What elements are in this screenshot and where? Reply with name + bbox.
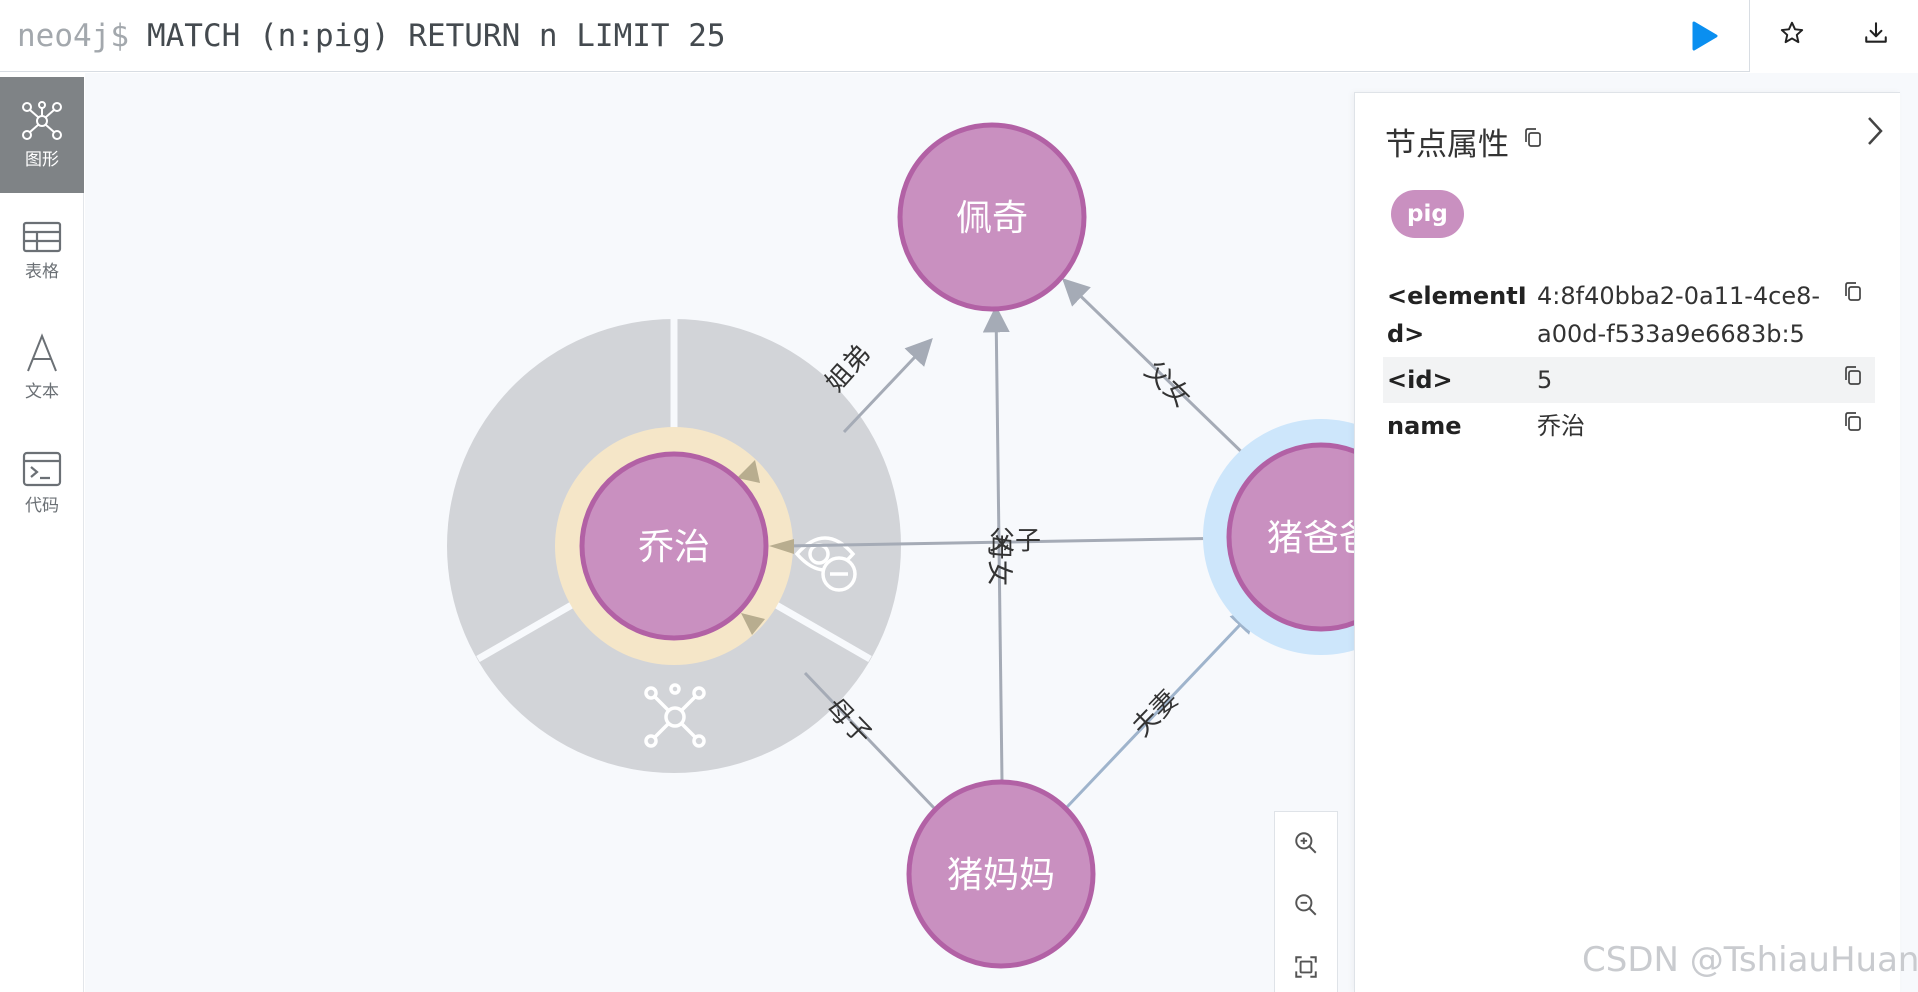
view-table-button[interactable]: 表格 — [0, 193, 84, 309]
graph-edges — [784, 278, 1258, 811]
zoom-out-icon — [1295, 894, 1317, 916]
property-value: 5 — [1537, 366, 1553, 394]
view-graph-label: 图形 — [25, 149, 59, 170]
edge-mummy-daddy — [1065, 606, 1258, 809]
fit-icon — [1295, 956, 1317, 978]
arrow-head — [737, 460, 760, 483]
edge-label-mummy-peppa: 母女 — [984, 534, 1014, 586]
view-graph-button[interactable]: 图形 — [0, 77, 84, 193]
property-row: <id> 5 — [1383, 357, 1875, 403]
code-icon — [22, 451, 62, 486]
chevron-right-icon — [1868, 117, 1883, 145]
watermark: CSDN @TshiauHuan — [1582, 940, 1918, 980]
close-panel-button[interactable] — [1859, 111, 1891, 151]
edge-daddy-peppa — [1062, 278, 1255, 465]
panel-title: 节点属性 — [1385, 127, 1509, 163]
node-mummy[interactable]: 猪妈妈 — [906, 779, 1096, 969]
arrow-head — [769, 539, 794, 554]
property-key: <elementId> — [1387, 282, 1527, 348]
zoom-out-button[interactable] — [1275, 874, 1337, 936]
view-sidebar: 图形 表格 文本 代码 — [0, 77, 84, 992]
graph-icon — [22, 100, 62, 140]
zoom-in-button[interactable] — [1275, 812, 1337, 874]
property-key: <id> — [1387, 366, 1453, 394]
edge-mummy-peppa — [982, 305, 1010, 782]
node-label: 乔治 — [638, 527, 710, 568]
text-icon — [27, 332, 57, 371]
edge-label-daddy-george: 父子 — [989, 527, 1041, 557]
property-row: <elementId> 4:8f40bba2-0a11-4ce8-a00d-f5… — [1383, 273, 1875, 357]
node-label-chip[interactable]: pig — [1391, 190, 1464, 238]
zoom-in-icon — [1295, 832, 1317, 854]
fit-to-screen-button[interactable] — [1275, 936, 1337, 992]
node-properties-panel: 节点属性 pig <elementId> 4:8f40bba2-0a11-4ce… — [1354, 92, 1900, 992]
copy-icon — [1845, 366, 1861, 385]
query-bar: neo4j$ MATCH (n:pig) RETURN n LIMIT 25 — [0, 0, 1750, 72]
favorite-button[interactable] — [1750, 0, 1834, 66]
node-label: 佩奇 — [956, 198, 1028, 239]
view-code-button[interactable]: 代码 — [0, 425, 84, 541]
view-text-label: 文本 — [25, 381, 59, 402]
star-icon — [1780, 21, 1804, 44]
properties-table: <elementId> 4:8f40bba2-0a11-4ce8-a00d-f5… — [1383, 273, 1875, 449]
property-value: 乔治 — [1537, 412, 1585, 440]
run-query-button[interactable] — [1680, 14, 1730, 58]
edge-label-daddy-peppa: 父女 — [1138, 356, 1196, 414]
property-value: 4:8f40bba2-0a11-4ce8-a00d-f533a9e6683b:5 — [1537, 282, 1821, 348]
query-prompt: neo4j$ — [17, 17, 129, 54]
query-input[interactable]: MATCH (n:pig) RETURN n LIMIT 25 — [146, 17, 726, 54]
property-key: name — [1387, 412, 1462, 440]
expand-icon[interactable] — [644, 683, 706, 748]
copy-icon — [1525, 128, 1541, 147]
download-icon — [1865, 22, 1887, 43]
view-table-label: 表格 — [25, 261, 59, 282]
node-label: 猪妈妈 — [947, 855, 1055, 896]
play-icon — [1692, 21, 1718, 51]
node-peppa[interactable]: 佩奇 — [897, 122, 1087, 312]
copy-all-button[interactable] — [1523, 127, 1543, 153]
copy-icon — [1845, 412, 1861, 431]
copy-property-button[interactable] — [1843, 411, 1863, 437]
table-icon — [22, 221, 62, 252]
view-text-button[interactable]: 文本 — [0, 309, 84, 425]
edge-george-peppa — [842, 338, 933, 434]
copy-property-button[interactable] — [1843, 365, 1863, 391]
edge-daddy-george — [784, 536, 1236, 548]
download-button[interactable] — [1834, 0, 1918, 66]
copy-property-button[interactable] — [1843, 281, 1863, 307]
copy-icon — [1845, 282, 1861, 301]
edge-mummy-george — [803, 671, 937, 811]
view-code-label: 代码 — [25, 495, 59, 516]
node-george[interactable]: 乔治 — [579, 451, 769, 641]
arrow-head — [741, 613, 765, 635]
property-row: name 乔治 — [1383, 403, 1875, 449]
zoom-controls — [1274, 811, 1338, 992]
